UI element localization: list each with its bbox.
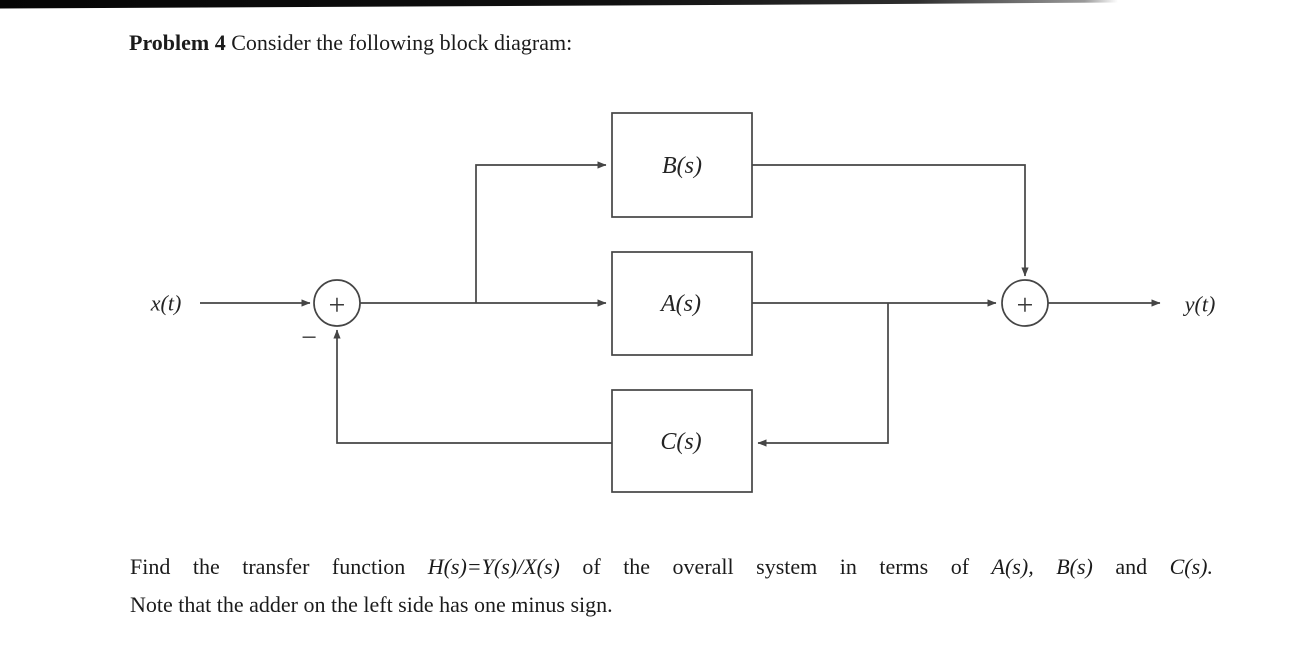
block-a-label: A(s) xyxy=(659,291,701,317)
wire-block-b-to-right-adder xyxy=(752,164,1029,277)
block-a xyxy=(611,251,753,356)
output-signal-label: y(t) xyxy=(1183,292,1216,317)
statement-text: of the overall system in terms of xyxy=(559,554,992,579)
left-adder-plus-sign: + xyxy=(329,289,346,322)
scan-artifact-top-edge xyxy=(0,0,1118,9)
wire-branch-to-block-c xyxy=(757,303,889,447)
left-adder-minus-sign: − xyxy=(301,323,317,354)
wire-block-c-feedback-to-left-adder xyxy=(333,329,612,444)
right-adder xyxy=(1001,279,1049,327)
system-terms-ab: A(s), B(s) xyxy=(991,554,1093,579)
statement-text: and xyxy=(1092,554,1170,579)
transfer-function-expression: H(s)=Y(s)/X(s) xyxy=(427,554,560,579)
block-b xyxy=(611,112,753,218)
problem-statement-line2: Note that the adder on the left side has… xyxy=(130,592,613,617)
statement-text: Find the transfer function xyxy=(130,554,428,579)
problem-title: Problem 4 Consider the following block d… xyxy=(129,29,572,56)
right-adder-plus-sign: + xyxy=(1017,289,1034,322)
block-c xyxy=(611,389,753,493)
problem-statement-line1: Find the transfer function H(s)=Y(s)/X(s… xyxy=(130,548,1213,586)
problem-title-rest: Consider the following block diagram: xyxy=(225,30,573,55)
input-signal-label: x(t) xyxy=(150,291,182,316)
problem-number: Problem 4 xyxy=(129,30,226,55)
block-b-label: B(s) xyxy=(662,153,702,179)
wire-branch-to-block-b xyxy=(475,161,607,303)
system-term-c: C(s). xyxy=(1169,554,1214,579)
problem-statement: Find the transfer function H(s)=Y(s)/X(s… xyxy=(130,548,1213,624)
left-adder xyxy=(313,279,361,327)
block-c-label: C(s) xyxy=(660,429,701,455)
